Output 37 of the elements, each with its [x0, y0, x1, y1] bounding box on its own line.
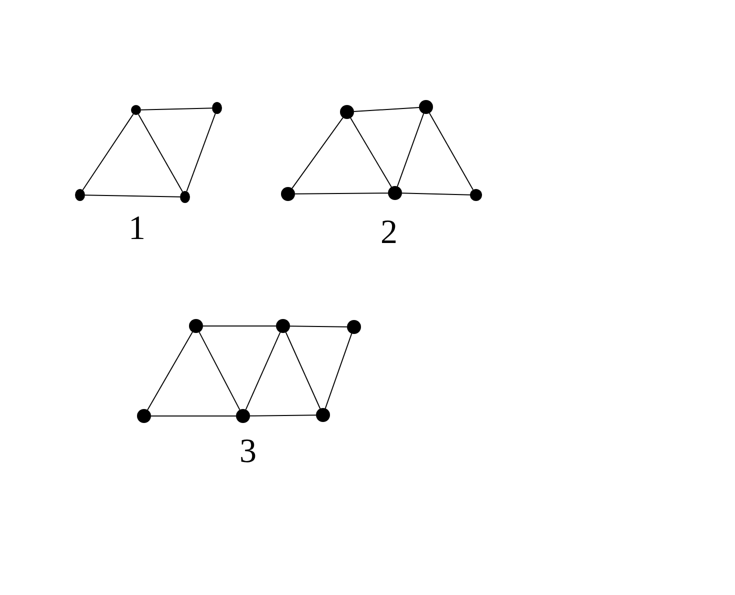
edge-line	[350, 118, 392, 188]
graph-number: 1	[128, 212, 146, 246]
edge-line	[250, 414, 316, 416]
edge-line	[198, 332, 240, 410]
edge-line	[396, 113, 424, 187]
vertex-dot	[316, 408, 330, 422]
vertex-dot	[388, 186, 402, 200]
edge-line	[147, 332, 193, 410]
vertex-dot	[470, 189, 482, 201]
vertex-dot	[75, 189, 85, 201]
vertex-dot	[347, 320, 361, 334]
edge-line	[324, 333, 352, 409]
edge-line	[294, 192, 388, 194]
vertex-dot	[212, 102, 222, 114]
edge-line	[82, 114, 134, 190]
edge-line	[138, 114, 184, 192]
vertex-dot	[276, 319, 290, 333]
edge-line	[84, 194, 180, 198]
graph-number: 2	[380, 216, 398, 250]
edge-line	[245, 332, 281, 410]
edge-line	[292, 117, 344, 189]
vertex-dot	[281, 187, 295, 201]
edge-line	[140, 108, 212, 110]
graph-number: 3	[240, 435, 256, 469]
vertex-dot	[340, 105, 354, 119]
edge-line	[290, 326, 348, 328]
edge-line	[402, 192, 470, 196]
vertex-dot	[131, 105, 141, 115]
edge-line	[353, 106, 420, 112]
vertex-dot	[189, 319, 203, 333]
vertex-dot	[137, 409, 151, 423]
vertex-dot	[180, 191, 190, 203]
edge-line	[285, 332, 321, 410]
vertex-dot	[236, 409, 250, 423]
edge-line	[428, 112, 474, 190]
edge-line	[186, 113, 216, 192]
vertex-dot	[419, 100, 433, 114]
